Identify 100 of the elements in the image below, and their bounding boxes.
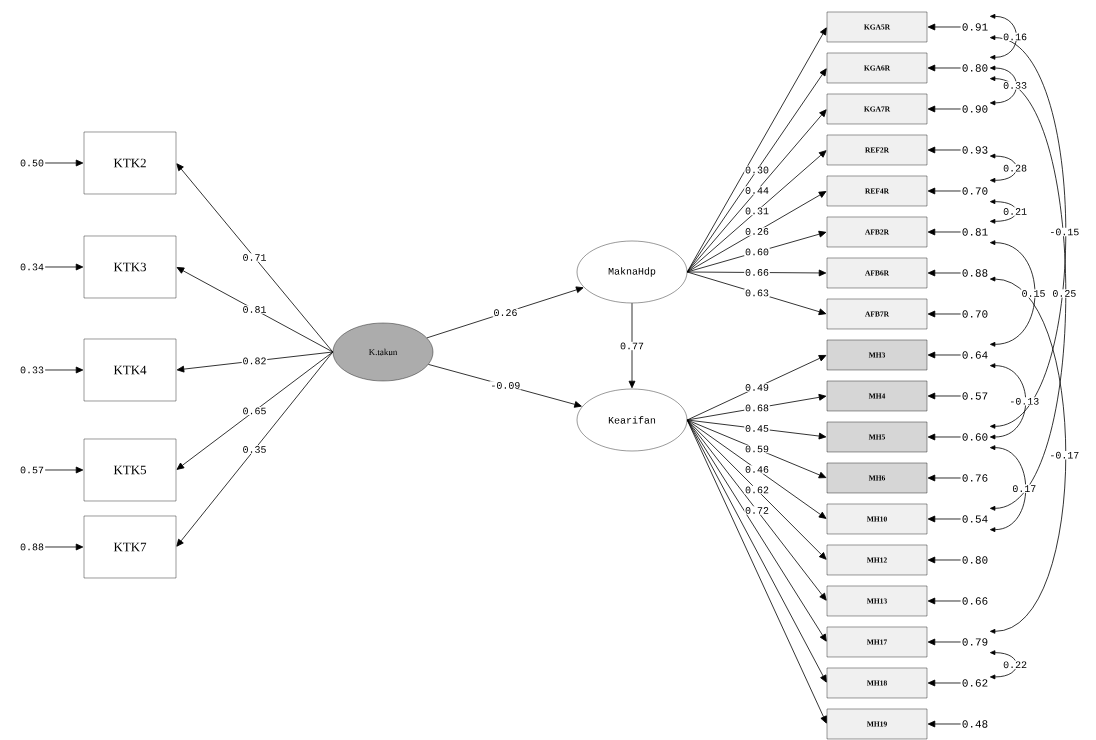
edge-label: 0.35 bbox=[241, 445, 268, 454]
error-value: 0.64 bbox=[962, 351, 988, 359]
correlation-arrow bbox=[990, 65, 1017, 106]
path-arrow bbox=[426, 286, 584, 339]
correlation-arrow bbox=[990, 13, 1017, 60]
edge-label: 0.25 bbox=[1051, 289, 1078, 298]
error-value: 0.90 bbox=[962, 105, 988, 113]
edge-label: 0.21 bbox=[1002, 207, 1028, 216]
edge-label: 0.16 bbox=[1002, 32, 1028, 42]
error-arrow bbox=[927, 105, 962, 113]
path-arrow bbox=[686, 393, 827, 421]
error-value: 0.88 bbox=[962, 269, 988, 277]
edge-label: -0.15 bbox=[1048, 227, 1081, 237]
error-value: 0.91 bbox=[962, 23, 988, 31]
error-value: 0.70 bbox=[962, 310, 988, 318]
path-arrow bbox=[176, 163, 334, 353]
error-arrow bbox=[927, 433, 962, 441]
error-arrow bbox=[927, 597, 962, 605]
path-arrow bbox=[686, 419, 827, 642]
edge-label: 0.28 bbox=[1002, 164, 1028, 173]
edge-label: 0.15 bbox=[1020, 289, 1047, 298]
edge-label: 0.45 bbox=[744, 424, 770, 433]
edge-label: 0.22 bbox=[1002, 660, 1028, 669]
edge-label: 0.26 bbox=[492, 308, 519, 317]
correlation-arrow bbox=[990, 276, 1067, 634]
error-arrow bbox=[44, 263, 84, 271]
path-arrow bbox=[686, 419, 827, 479]
correlation-arrow bbox=[990, 153, 1017, 183]
edge-label: 0.49 bbox=[744, 383, 770, 392]
edge-label: 0.59 bbox=[744, 444, 770, 454]
error-arrow bbox=[927, 474, 962, 482]
path-arrow bbox=[176, 351, 334, 547]
edge-label: 0.63 bbox=[744, 288, 770, 298]
path-arrow bbox=[176, 267, 334, 353]
error-arrow bbox=[44, 543, 84, 551]
correlation-arrow bbox=[990, 363, 1027, 440]
error-value: 0.33 bbox=[20, 366, 44, 374]
error-value: 0.93 bbox=[962, 146, 988, 154]
edge-label: 0.65 bbox=[241, 406, 268, 416]
edge-label: 0.66 bbox=[744, 268, 770, 277]
error-arrow bbox=[927, 310, 962, 318]
edge-label: 0.31 bbox=[744, 206, 770, 216]
edge-label: 0.26 bbox=[744, 227, 770, 236]
correlation-arrow bbox=[990, 199, 1017, 224]
edge-label: 0.72 bbox=[744, 506, 770, 515]
edge-label: -0.09 bbox=[489, 381, 522, 390]
error-arrow bbox=[927, 638, 962, 646]
correlation-arrow bbox=[990, 76, 1067, 511]
error-value: 0.70 bbox=[962, 187, 988, 195]
path-arrow bbox=[686, 109, 827, 273]
error-arrow bbox=[927, 64, 962, 72]
edge-label: 0.30 bbox=[744, 165, 770, 175]
edge-label: -0.17 bbox=[1048, 451, 1081, 460]
path-arrow bbox=[686, 419, 827, 440]
error-value: 0.66 bbox=[962, 597, 988, 605]
error-value: 0.50 bbox=[20, 159, 44, 167]
indicator-box: KTK3 bbox=[83, 235, 177, 299]
error-value: 0.54 bbox=[962, 515, 988, 523]
path-arrow bbox=[686, 191, 827, 273]
indicator-box: KTK5 bbox=[83, 438, 177, 502]
error-arrow bbox=[927, 720, 962, 728]
error-value: 0.57 bbox=[20, 466, 44, 474]
edge-label: 0.62 bbox=[744, 485, 770, 495]
error-value: 0.60 bbox=[962, 433, 988, 441]
correlation-arrow bbox=[990, 35, 1067, 429]
error-arrow bbox=[927, 269, 962, 277]
path-arrow bbox=[686, 150, 827, 273]
edge-label: 0.77 bbox=[619, 341, 645, 351]
path-arrow bbox=[628, 302, 636, 389]
edge-label: 0.44 bbox=[744, 186, 770, 195]
path-arrow bbox=[176, 351, 334, 373]
error-arrow bbox=[927, 556, 962, 564]
error-arrow bbox=[927, 187, 962, 195]
error-value: 0.48 bbox=[962, 720, 988, 728]
error-value: 0.57 bbox=[962, 392, 988, 400]
error-value: 0.80 bbox=[962, 64, 988, 72]
correlation-arrow bbox=[990, 445, 1027, 533]
edge-label: 0.33 bbox=[1002, 81, 1028, 90]
error-value: 0.81 bbox=[962, 228, 988, 236]
error-arrow bbox=[44, 366, 84, 374]
correlation-arrow bbox=[990, 240, 1036, 347]
error-arrow bbox=[927, 228, 962, 236]
path-arrow bbox=[686, 355, 827, 421]
edge-label: 0.81 bbox=[241, 305, 268, 314]
error-arrow bbox=[927, 515, 962, 523]
indicator-box: KTK2 bbox=[83, 131, 177, 195]
path-arrow bbox=[686, 419, 827, 560]
path-arrow bbox=[176, 351, 334, 470]
edge-label: -0.13 bbox=[1008, 397, 1041, 406]
error-value: 0.79 bbox=[962, 638, 988, 646]
edge-label: 0.60 bbox=[744, 247, 770, 257]
error-value: 0.80 bbox=[962, 556, 988, 564]
error-arrow bbox=[927, 351, 962, 359]
error-arrow bbox=[927, 23, 962, 31]
indicator-box: KTK7 bbox=[83, 515, 177, 579]
correlation-arrow bbox=[990, 650, 1017, 680]
error-arrow bbox=[927, 146, 962, 154]
error-arrow bbox=[927, 679, 962, 687]
edge-label: 0.82 bbox=[241, 356, 268, 366]
path-arrow bbox=[686, 68, 827, 273]
